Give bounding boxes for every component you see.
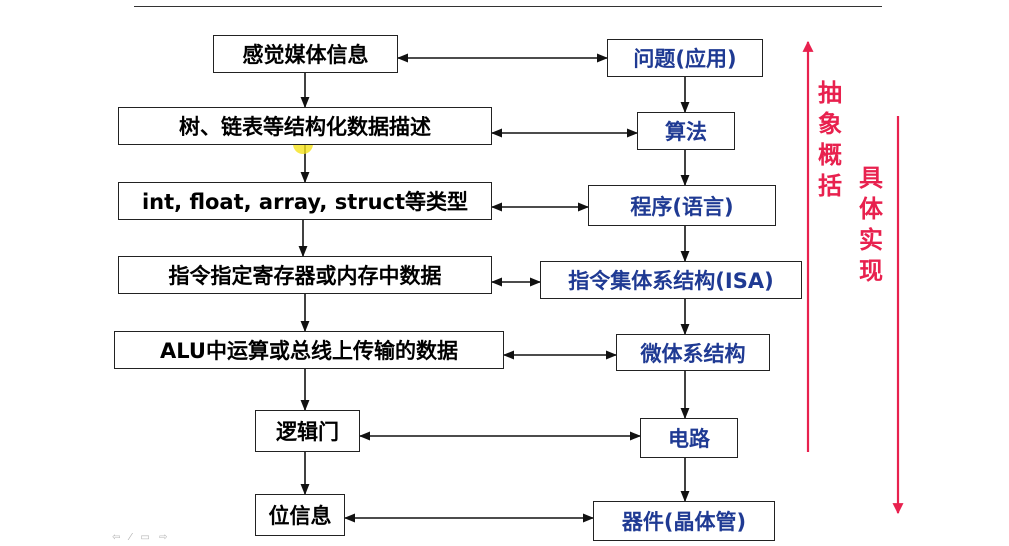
right-box-label: 微体系结构 <box>640 341 746 366</box>
left-box-logic-gates: 逻辑门 <box>255 410 360 452</box>
right-box-circuit: 电路 <box>640 418 738 458</box>
abstract-char: 括 <box>818 172 842 200</box>
right-box-label: 电路 <box>668 427 710 451</box>
left-box-label: 树、链表等结构化数据描述 <box>179 115 431 139</box>
left-box-structured-data: 树、链表等结构化数据描述 <box>118 107 492 145</box>
left-box-register-memory: 指令指定寄存器或内存中数据 <box>118 256 492 294</box>
right-box-label: 问题(应用) <box>633 47 737 71</box>
right-box-microarchitecture: 微体系结构 <box>616 334 770 371</box>
slide-nav-icons[interactable]: ⇦ ⁄ ▭ ⇨ <box>112 532 171 543</box>
concrete-char: 实 <box>859 226 883 254</box>
concrete-char: 具 <box>859 164 883 192</box>
abstract-char: 象 <box>818 110 842 138</box>
right-box-algorithm: 算法 <box>637 112 735 150</box>
right-box-label: 程序(语言) <box>630 194 734 219</box>
right-box-problem: 问题(应用) <box>607 39 763 77</box>
right-box-label: 算法 <box>665 120 707 144</box>
left-box-label: ALU中运算或总线上传输的数据 <box>160 339 458 363</box>
concrete-char: 现 <box>859 257 883 285</box>
top-divider <box>134 6 882 7</box>
left-box-label: 感觉媒体信息 <box>242 43 369 67</box>
left-box-sensory-media: 感觉媒体信息 <box>213 35 398 73</box>
left-box-label: int, float, array, struct等类型 <box>141 190 469 214</box>
right-box-device: 器件(晶体管) <box>593 501 775 541</box>
left-box-label: 指令指定寄存器或内存中数据 <box>168 264 442 288</box>
left-box-alu-bus-data: ALU中运算或总线上传输的数据 <box>114 331 504 369</box>
left-box-label: 逻辑门 <box>276 420 339 444</box>
right-box-program: 程序(语言) <box>588 185 776 226</box>
left-box-bit-info: 位信息 <box>255 494 345 536</box>
right-box-label: 器件(晶体管) <box>621 510 747 534</box>
concrete-label: 具 体 实 现 <box>856 163 886 287</box>
concrete-char: 体 <box>859 195 883 223</box>
right-box-isa: 指令集体系结构(ISA) <box>540 261 802 299</box>
abstract-label: 抽 象 概 括 <box>815 78 845 202</box>
abstract-char: 概 <box>818 141 842 169</box>
left-box-label: 位信息 <box>268 504 332 528</box>
left-box-data-types: int, float, array, struct等类型 <box>118 182 492 220</box>
abstract-char: 抽 <box>818 79 842 107</box>
right-box-label: 指令集体系结构(ISA) <box>568 269 774 293</box>
